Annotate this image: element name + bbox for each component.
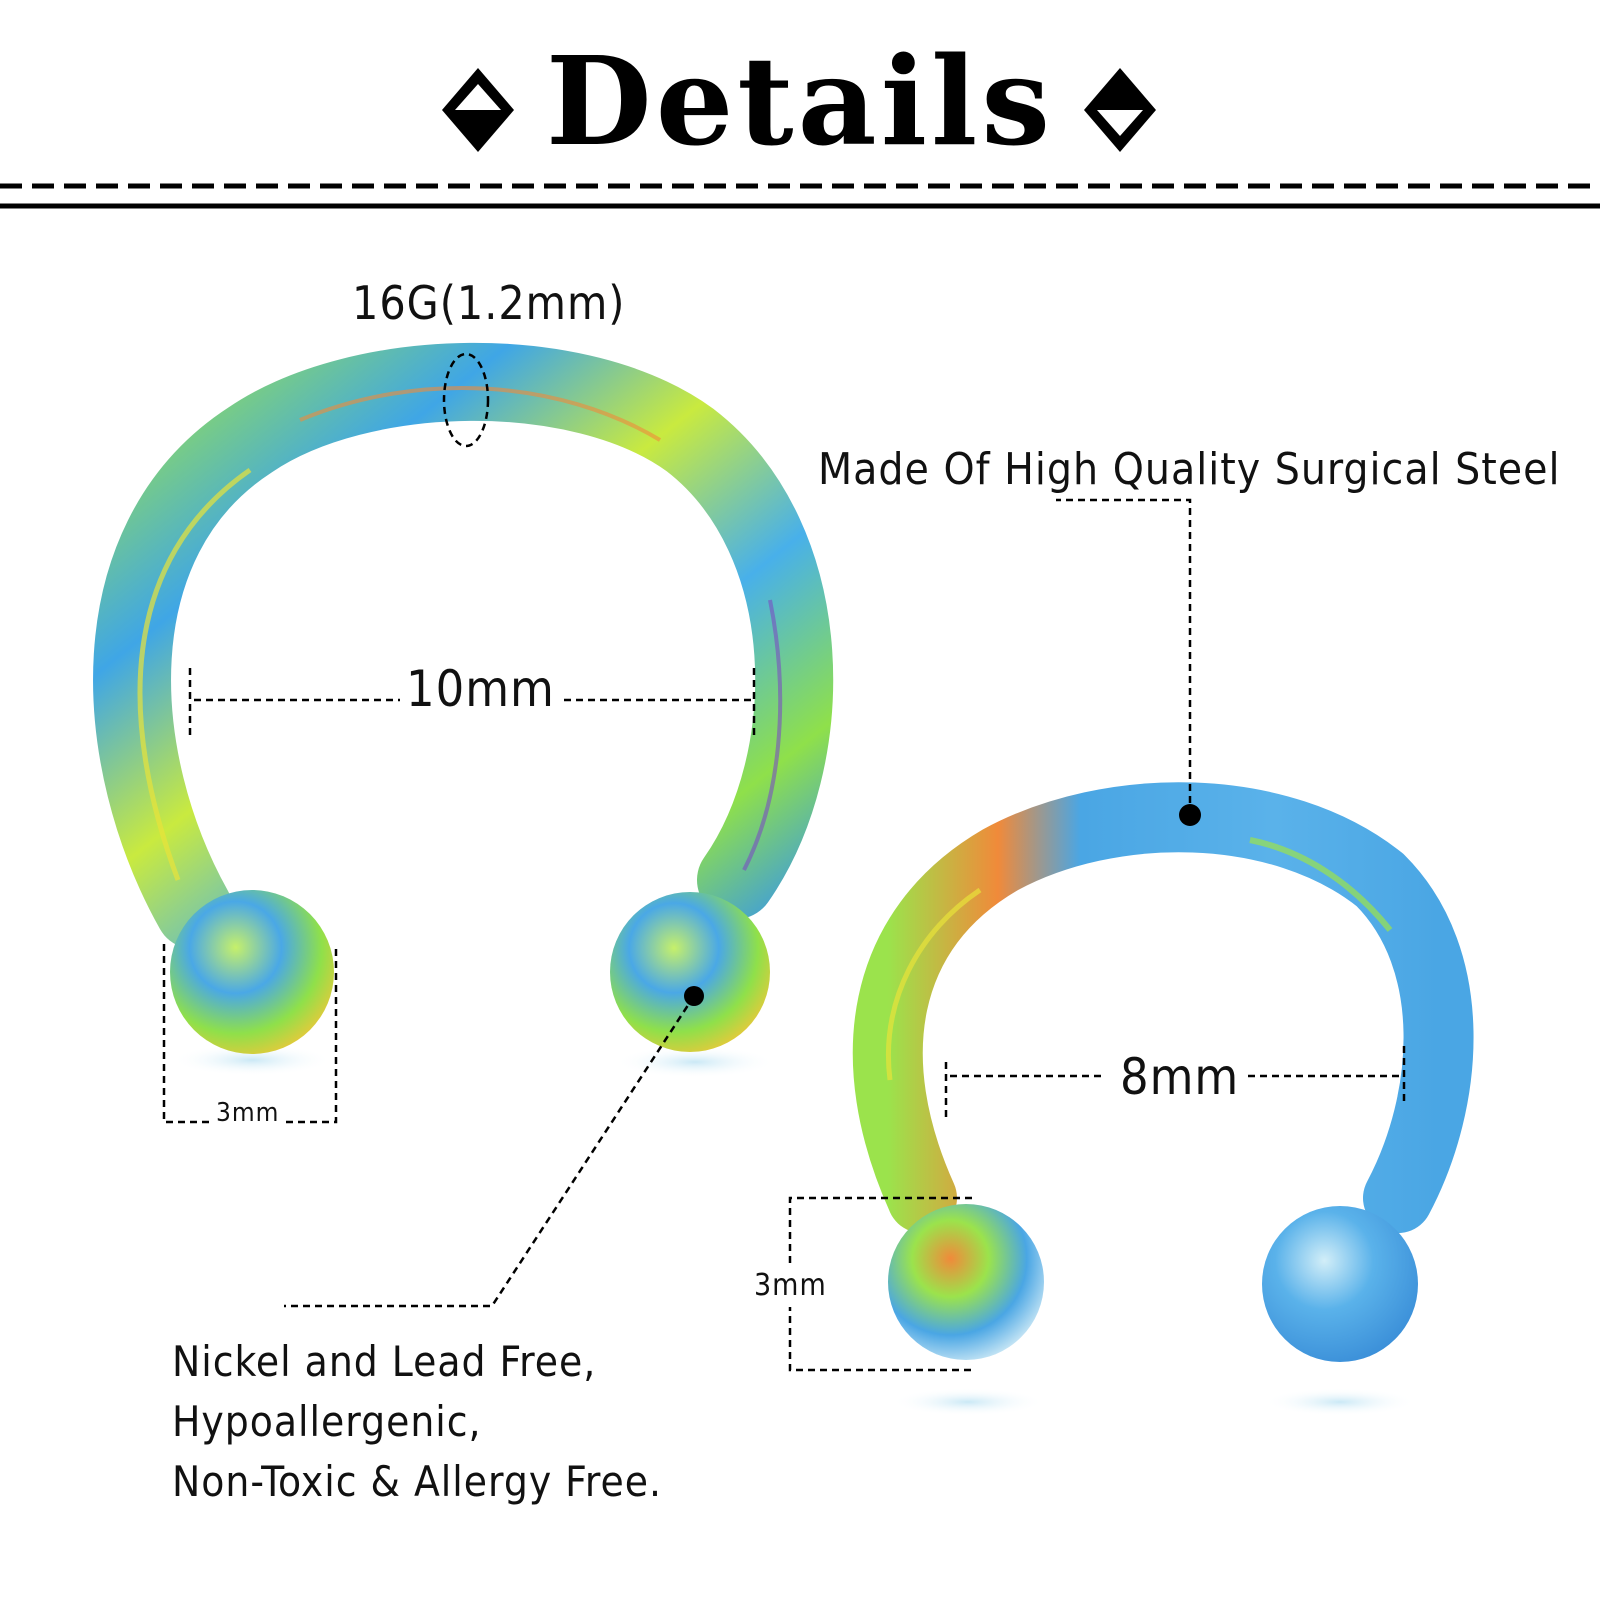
diamond-icon <box>442 68 514 152</box>
material-label: Made Of High Quality Surgical Steel <box>818 444 1561 495</box>
page-title: Details <box>545 29 1055 173</box>
gauge-label: 16G(1.2mm) <box>352 276 626 330</box>
ball-end <box>888 1204 1044 1360</box>
feature-item: Hypoallergenic, <box>172 1397 482 1446</box>
ball-end <box>1262 1206 1418 1362</box>
diamond-icon <box>1084 68 1156 152</box>
ball-end <box>170 890 334 1054</box>
feature-item: Nickel and Lead Free, <box>172 1337 597 1386</box>
large-ring-ball-size-label: 3mm <box>212 1098 284 1128</box>
features-list: Nickel and Lead Free, Hypoallergenic, No… <box>172 1332 662 1512</box>
ball-end <box>610 892 770 1052</box>
small-ring <box>852 782 1474 1416</box>
small-ring-diameter-label: 8mm <box>1112 1048 1248 1106</box>
large-ring-diameter-label: 10mm <box>400 660 561 718</box>
feature-item: Non-Toxic & Allergy Free. <box>172 1457 662 1506</box>
large-ring <box>93 342 834 1078</box>
small-ring-ball-size-label: 3mm <box>752 1264 829 1307</box>
